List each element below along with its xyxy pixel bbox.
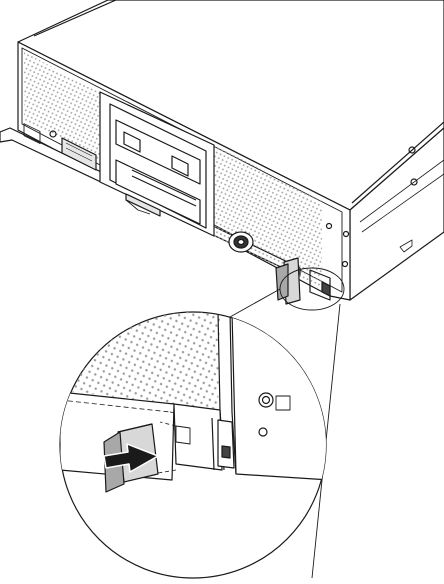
drive-upper xyxy=(115,119,201,185)
detail-magnifier xyxy=(59,311,327,579)
drive-lower xyxy=(115,159,201,225)
detail-latch-housing xyxy=(173,403,223,471)
front-vent-left xyxy=(24,52,100,160)
front-vent-right xyxy=(214,145,322,290)
serial-connector xyxy=(61,137,97,171)
detail-screw xyxy=(258,392,274,408)
server-chassis xyxy=(0,0,444,305)
push-arrow xyxy=(103,443,159,473)
drive-handle xyxy=(125,193,161,217)
